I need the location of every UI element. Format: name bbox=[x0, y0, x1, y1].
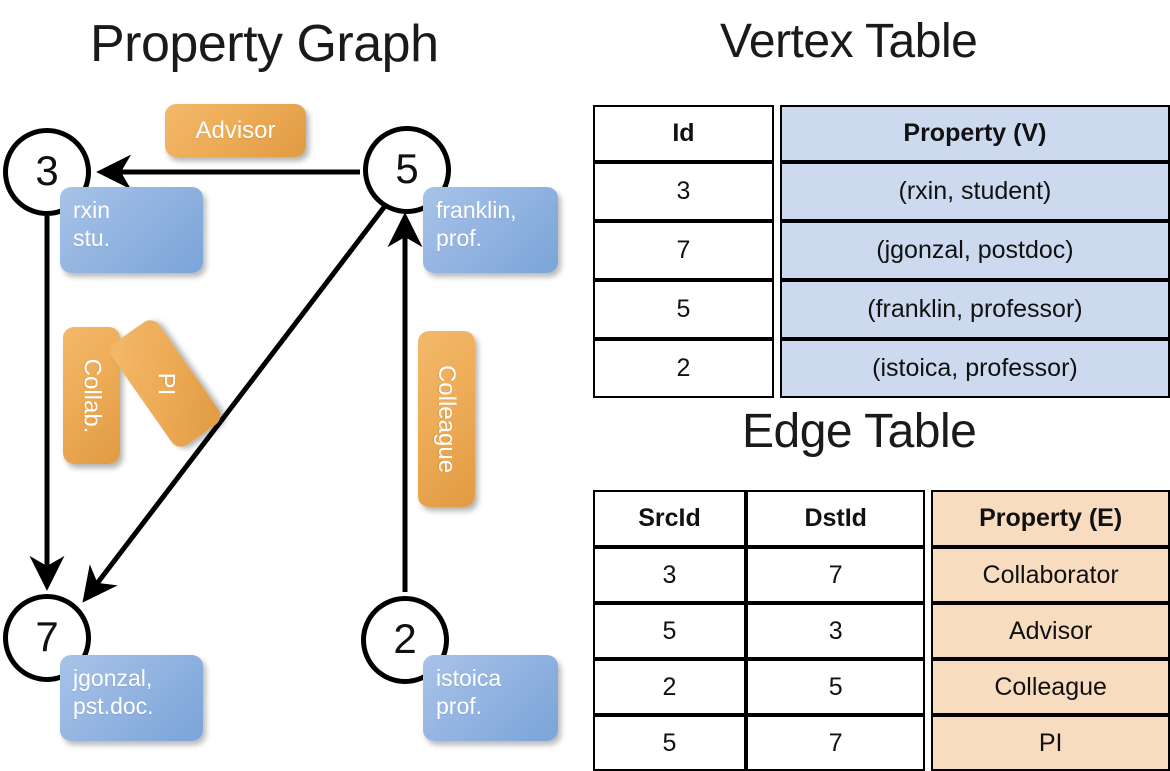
vertex-table-header-id: Id bbox=[593, 105, 774, 162]
edge-table-header-dstid: DstId bbox=[746, 490, 926, 547]
table-row[interactable]: 7 (jgonzal, postdoc) bbox=[593, 221, 1170, 280]
node-2-property-box: istoica prof. bbox=[423, 655, 558, 741]
edge-row-0-property: Collaborator bbox=[931, 547, 1170, 603]
edge-label-colleague: Colleague bbox=[418, 331, 475, 507]
table-row[interactable]: 2 5 Colleague bbox=[593, 659, 1170, 715]
graph-edges-svg bbox=[29, 154, 423, 603]
edge-table-title: Edge Table bbox=[742, 405, 977, 458]
node-2-property-line-1: istoica bbox=[436, 665, 502, 691]
edge-row-3-property: PI bbox=[931, 715, 1170, 771]
vertex-table-header-row: Id Property (V) bbox=[593, 105, 1170, 162]
vertex-table: Id Property (V) 3 (rxin, student) 7 (jgo… bbox=[593, 105, 1170, 398]
edge-row-2-property: Colleague bbox=[931, 659, 1170, 715]
node-7-label: 7 bbox=[35, 612, 59, 660]
edge-row-0-srcid: 3 bbox=[593, 547, 746, 603]
vertex-row-1-gap bbox=[773, 221, 780, 280]
vertex-table-header-property: Property (V) bbox=[779, 105, 1170, 162]
graph-title: Property Graph bbox=[90, 15, 439, 73]
edge-row-3-dstid: 7 bbox=[746, 715, 926, 771]
vertex-row-0-property: (rxin, student) bbox=[779, 162, 1170, 221]
vertex-table-panel: Vertex Table Id Property (V) 3 (rxin, st… bbox=[580, 0, 1170, 398]
edge-row-1-property: Advisor bbox=[931, 603, 1170, 659]
vertex-row-2-property: (franklin, professor) bbox=[779, 280, 1170, 339]
table-row[interactable]: 2 (istoica, professor) bbox=[593, 339, 1170, 398]
edge-row-1-srcid: 5 bbox=[593, 603, 746, 659]
edge-label-advisor: Advisor bbox=[165, 104, 306, 157]
edge-label-advisor-text: Advisor bbox=[195, 116, 276, 144]
edge-label-colleague-text: Colleague bbox=[433, 364, 461, 474]
edge-row-3-gap bbox=[925, 715, 932, 771]
edge-table-column-gap bbox=[925, 490, 932, 547]
vertex-row-0-gap bbox=[773, 162, 780, 221]
edge-row-1-gap bbox=[925, 603, 932, 659]
edge-row-2-srcid: 2 bbox=[593, 659, 746, 715]
table-row[interactable]: 5 7 PI bbox=[593, 715, 1170, 771]
edge-5-to-7 bbox=[82, 204, 387, 603]
vertex-table-title: Vertex Table bbox=[720, 15, 978, 68]
node-2-label: 2 bbox=[393, 614, 417, 662]
vertex-row-2-id: 5 bbox=[593, 280, 774, 339]
vertex-row-3-property: (istoica, professor) bbox=[779, 339, 1170, 398]
edge-table-header-row: SrcId DstId Property (E) bbox=[593, 490, 1170, 547]
vertex-row-2-gap bbox=[773, 280, 780, 339]
node-3-label: 3 bbox=[35, 146, 59, 194]
node-3-property-line-1: rxin bbox=[73, 197, 111, 223]
node-7-property-line-2: pst.doc. bbox=[73, 693, 154, 720]
edge-label-collab-text: Collab. bbox=[78, 358, 106, 433]
table-row[interactable]: 3 7 Collaborator bbox=[593, 547, 1170, 603]
table-row[interactable]: 5 3 Advisor bbox=[593, 603, 1170, 659]
vertex-row-0-id: 3 bbox=[593, 162, 774, 221]
vertex-table-column-gap bbox=[773, 105, 780, 162]
table-row[interactable]: 3 (rxin, student) bbox=[593, 162, 1170, 221]
node-7-property-line-1: jgonzal, bbox=[73, 665, 153, 691]
node-5-property-line-2: prof. bbox=[436, 225, 483, 252]
property-graph-panel: Property Graph 3 rxin stu. 5 franklin, p… bbox=[0, 0, 580, 760]
node-7-property-box: jgonzal, pst.doc. bbox=[60, 655, 203, 741]
node-2-property-line-2: prof. bbox=[436, 693, 483, 720]
node-5-property-box: franklin, prof. bbox=[423, 187, 558, 273]
node-5[interactable]: 5 bbox=[363, 126, 451, 214]
node-3-property-box: rxin stu. bbox=[60, 187, 203, 273]
vertex-row-1-id: 7 bbox=[593, 221, 774, 280]
edge-table-header-srcid: SrcId bbox=[593, 490, 746, 547]
edge-table: SrcId DstId Property (E) 3 7 Collaborato… bbox=[593, 490, 1170, 771]
table-row[interactable]: 5 (franklin, professor) bbox=[593, 280, 1170, 339]
edge-row-0-dstid: 7 bbox=[746, 547, 926, 603]
vertex-row-1-property: (jgonzal, postdoc) bbox=[779, 221, 1170, 280]
edge-row-1-dstid: 3 bbox=[746, 603, 926, 659]
edge-label-pi-text: PI bbox=[152, 372, 180, 395]
vertex-row-3-id: 2 bbox=[593, 339, 774, 398]
node-2[interactable]: 2 bbox=[361, 596, 449, 684]
edge-row-0-gap bbox=[925, 547, 932, 603]
edge-table-panel: Edge Table SrcId DstId Property (E) 3 7 … bbox=[580, 390, 1170, 771]
edge-row-2-dstid: 5 bbox=[746, 659, 926, 715]
node-5-label: 5 bbox=[395, 144, 419, 192]
edge-table-header-property: Property (E) bbox=[931, 490, 1170, 547]
edge-row-3-srcid: 5 bbox=[593, 715, 746, 771]
node-3-property-line-2: stu. bbox=[73, 225, 111, 252]
node-5-property-line-1: franklin, bbox=[436, 197, 517, 223]
edge-row-2-gap bbox=[925, 659, 932, 715]
vertex-row-3-gap bbox=[773, 339, 780, 398]
